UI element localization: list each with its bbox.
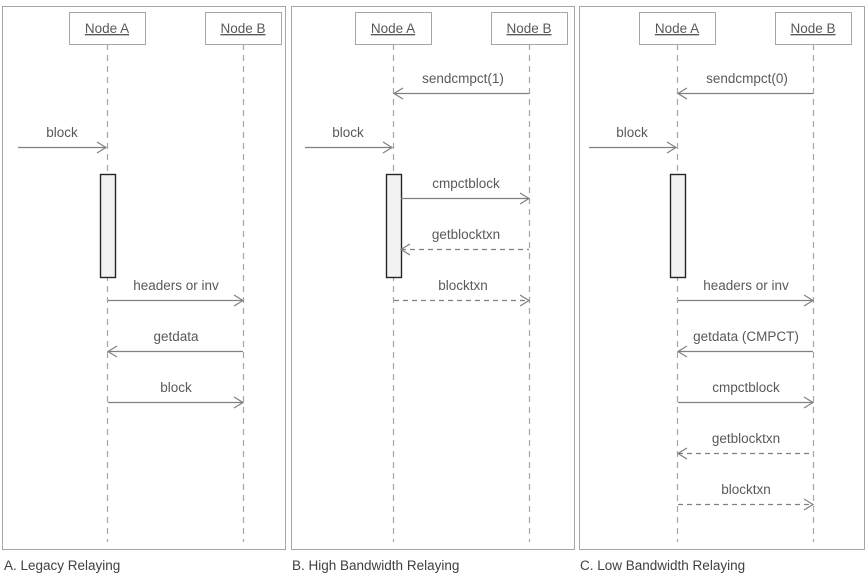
message-arrowhead	[676, 345, 688, 358]
message-arrowhead	[106, 345, 118, 358]
panel-b: Node A Node B sendcmpct(1) block cmpctblock g…	[291, 6, 575, 573]
message-arrowhead	[666, 141, 678, 154]
message-label: block	[332, 125, 364, 140]
panel-caption: C. Low Bandwidth Relaying	[580, 558, 745, 573]
message-arrowhead	[803, 498, 815, 511]
node-label-node-a: Node A	[371, 21, 415, 36]
message-label: cmpctblock	[432, 176, 500, 191]
activation-bar	[385, 173, 403, 279]
node-box-node-a[interactable]	[355, 12, 432, 45]
node-label-node-b: Node B	[506, 21, 551, 36]
message-arrowhead	[233, 294, 245, 307]
message-arrowhead	[399, 243, 411, 256]
message-label: headers or inv	[703, 278, 789, 293]
message-arrowhead	[519, 294, 531, 307]
message-label: cmpctblock	[712, 380, 780, 395]
node-label-node-b: Node B	[220, 21, 265, 36]
message-label: block	[160, 380, 192, 395]
message-label: getdata	[153, 329, 199, 344]
panel-caption: B. High Bandwidth Relaying	[292, 558, 459, 573]
message-label: getblocktxn	[712, 431, 780, 446]
message-arrowhead	[803, 294, 815, 307]
panel-border	[2, 6, 286, 550]
node-label-node-b: Node B	[790, 21, 835, 36]
node-label-node-a: Node A	[655, 21, 699, 36]
message-label: sendcmpct(0)	[706, 71, 788, 86]
node-box-node-b[interactable]	[205, 12, 282, 45]
message-arrowhead	[392, 87, 404, 100]
node-box-node-a[interactable]	[69, 12, 146, 45]
message-arrowhead	[803, 396, 815, 409]
message-label: blocktxn	[438, 278, 488, 293]
node-box-node-b[interactable]	[775, 12, 852, 45]
node-label-node-a: Node A	[85, 21, 129, 36]
message-label: block	[616, 125, 648, 140]
panel-border	[291, 6, 575, 550]
message-label: headers or inv	[133, 278, 219, 293]
activation-bar	[99, 173, 117, 279]
activation-bar	[669, 173, 687, 279]
message-arrowhead	[676, 87, 688, 100]
message-arrowhead	[676, 447, 688, 460]
message-arrowhead	[382, 141, 394, 154]
panel-a: Node A Node B block headers or inv getdata bl…	[2, 6, 286, 573]
message-arrowhead	[96, 141, 108, 154]
message-label: getdata (CMPCT)	[693, 329, 799, 344]
message-label: block	[46, 125, 78, 140]
panel-caption: A. Legacy Relaying	[4, 558, 120, 573]
message-label: sendcmpct(1)	[422, 71, 504, 86]
node-box-node-b[interactable]	[491, 12, 568, 45]
message-arrowhead	[519, 192, 531, 205]
panel-border	[579, 6, 865, 550]
message-label: blocktxn	[721, 482, 771, 497]
panel-c: Node A Node B sendcmpct(0) block headers or …	[579, 6, 865, 573]
message-label: getblocktxn	[432, 227, 500, 242]
message-arrowhead	[233, 396, 245, 409]
node-box-node-a[interactable]	[639, 12, 716, 45]
